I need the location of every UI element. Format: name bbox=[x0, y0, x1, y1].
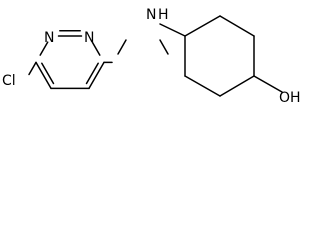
bond-n2-c3 bbox=[91, 41, 101, 56]
chemical-structure-diagram: Cl N N N H OH bbox=[2, 7, 301, 106]
bond-c4-oh bbox=[253, 75, 283, 93]
cyclohexane-ring bbox=[159, 15, 283, 97]
bond-c5-c6 bbox=[35, 61, 52, 90]
bond-c6-n1 bbox=[39, 41, 49, 56]
bond-cyclohexyl-oh bbox=[159, 39, 169, 55]
atom-label-hydroxyl: OH bbox=[279, 90, 301, 106]
bond-c5-c6-inner bbox=[41, 62, 55, 85]
atom-label-amine-nitrogen: N bbox=[146, 7, 156, 23]
atom-labels: Cl N N N H OH bbox=[2, 7, 301, 106]
atom-label-ring-nitrogen-2: N bbox=[84, 30, 94, 46]
atom-label-ring-nitrogen-1: N bbox=[44, 30, 54, 46]
bond-c3-c4 bbox=[88, 61, 105, 90]
atom-label-amine-hydrogen: H bbox=[158, 7, 169, 23]
pyridazine-ring bbox=[35, 30, 105, 90]
substituent-bonds bbox=[28, 39, 169, 76]
bond-c6-cl bbox=[28, 61, 37, 76]
bond-c5-c6 bbox=[184, 75, 221, 97]
atom-label-cl: Cl bbox=[2, 73, 16, 89]
bond-nh-cyclohexyl bbox=[117, 39, 127, 55]
bond-c4-c5 bbox=[219, 75, 255, 97]
bond-c3-c4-inner bbox=[85, 62, 99, 85]
bond-c1-c2 bbox=[184, 15, 221, 37]
bond-nh-c1 bbox=[159, 23, 186, 37]
bond-c2-c3 bbox=[219, 15, 255, 37]
